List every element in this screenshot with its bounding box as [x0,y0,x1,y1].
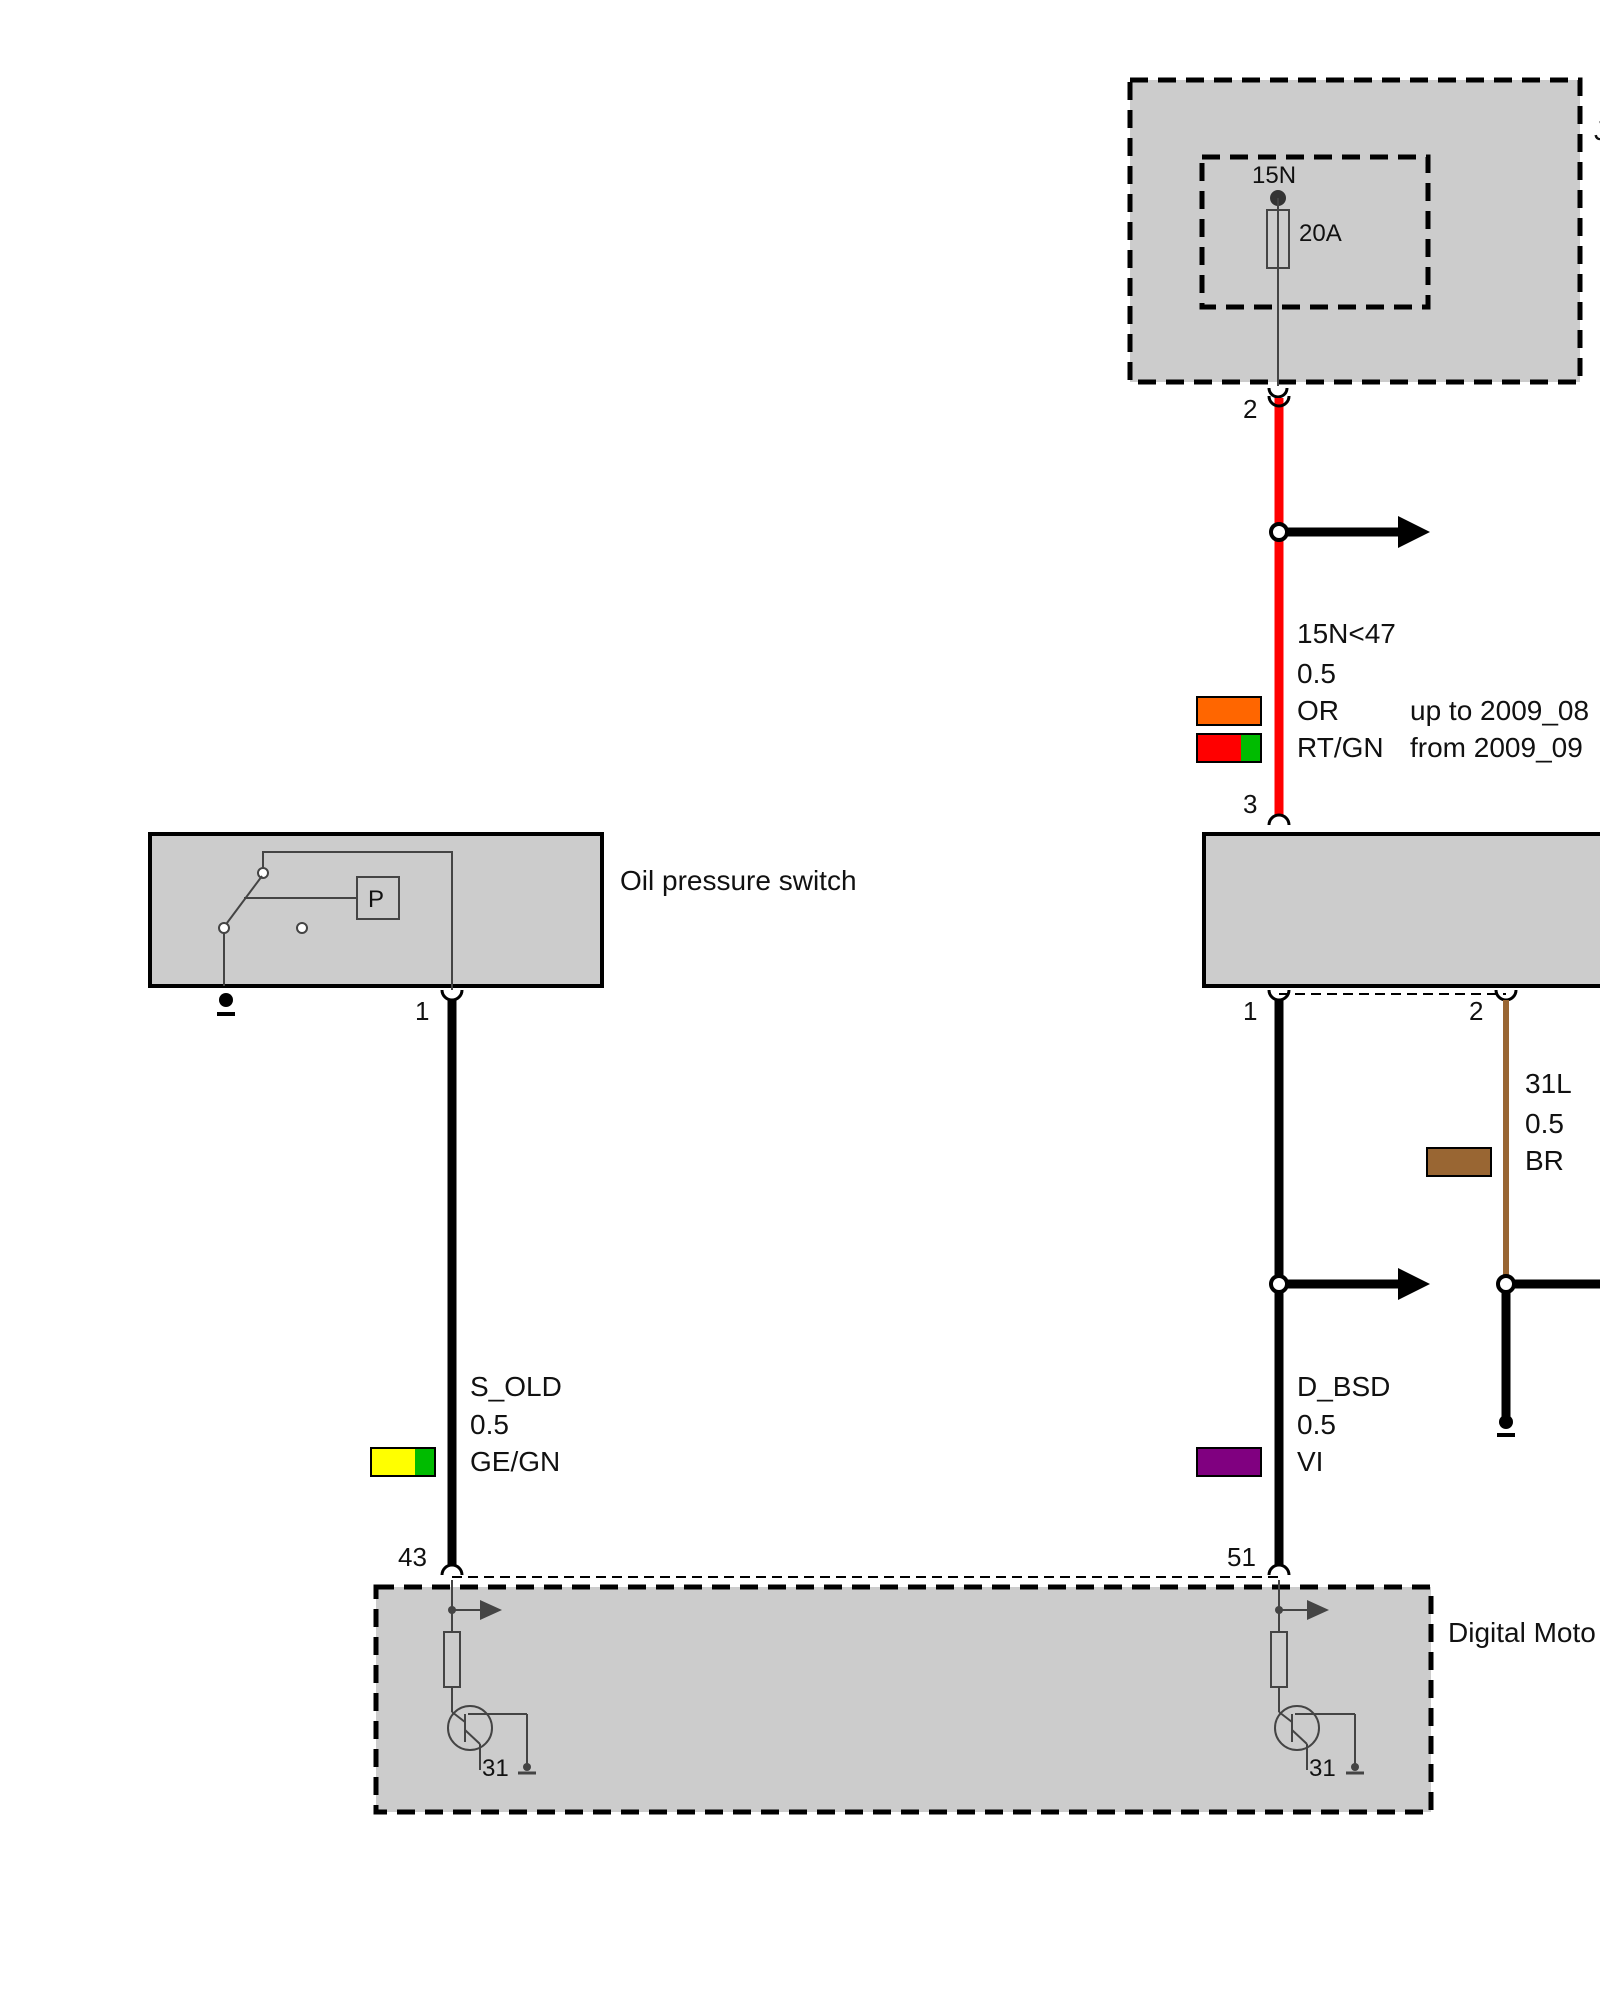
wire-s-old-size: 0.5 [470,1409,509,1440]
wire-31l-size: 0.5 [1525,1108,1564,1139]
wire-15n-code-2: RT/GN [1297,732,1384,763]
oil-pressure-switch-label: Oil pressure switch [620,865,857,896]
continuation-arrow-icon [1398,516,1430,548]
fuse-box: J 15N 20A 2 [1127,77,1600,424]
wire-color-swatch-br [1426,1147,1492,1177]
middle-pin-1: 1 [1243,996,1257,1026]
transistor-stage-icon [1270,1580,1364,1775]
continuation-arrow-icon [1398,1268,1430,1300]
dme-module [373,1563,1434,1815]
oil-pressure-switch: P [148,832,604,1016]
wire-color-swatch-ge-gn [370,1447,436,1477]
wire-d-bsd-size: 0.5 [1297,1409,1336,1440]
transistor-stage-icon [443,1580,536,1775]
dme-pin-51: 51 [1227,1542,1256,1572]
oil-switch-pin-1: 1 [415,996,429,1026]
wire-s-old-code: GE/GN [470,1446,560,1477]
wire-15n-note-2: from 2009_09 [1410,732,1583,763]
svg-text:J: J [1594,115,1600,146]
middle-component [1202,832,1600,1002]
ground-icon [219,993,233,1007]
fuse-rating-label: 20A [1299,220,1342,247]
dme-ground-label-left: 31 [482,1755,509,1782]
fuse-box-pin-2: 2 [1243,394,1257,424]
dme-ground-label-right: 31 [1309,1755,1336,1782]
middle-pin-3: 3 [1243,789,1257,819]
wire-d-bsd [1269,1000,1430,1565]
pressure-symbol: P [368,886,384,913]
pressure-sensor-icon [356,876,400,920]
fuse-terminal-label: 15N [1252,162,1296,189]
wire-15n-signal: 15N<47 [1297,618,1396,649]
wire-d-bsd-code: VI [1297,1446,1323,1477]
dme-pin-43: 43 [398,1542,427,1572]
splice-dot [1269,1274,1289,1294]
dme-label: Digital Moto [1448,1617,1596,1648]
wire-15n [1267,395,1430,826]
splice-dot [1269,522,1289,542]
wire-15n-code-1: OR [1297,695,1339,726]
wire-15n-note-1: up to 2009_08 [1410,695,1589,726]
middle-pin-2: 2 [1469,996,1483,1026]
wire-d-bsd-signal: D_BSD [1297,1371,1390,1402]
wire-color-swatch-rt-gn [1196,733,1262,763]
wire-15n-size: 0.5 [1297,658,1336,689]
wire-31l-signal: 31L [1525,1068,1572,1099]
wire-31l-code: BR [1525,1145,1564,1176]
wire-color-swatch-vi [1196,1447,1262,1477]
splice-dot [1496,1274,1516,1294]
wire-color-swatch-or [1196,696,1262,726]
wire-s-old-signal: S_OLD [470,1371,562,1402]
wire-31l [1496,1000,1600,1437]
ground-icon [1499,1415,1513,1429]
